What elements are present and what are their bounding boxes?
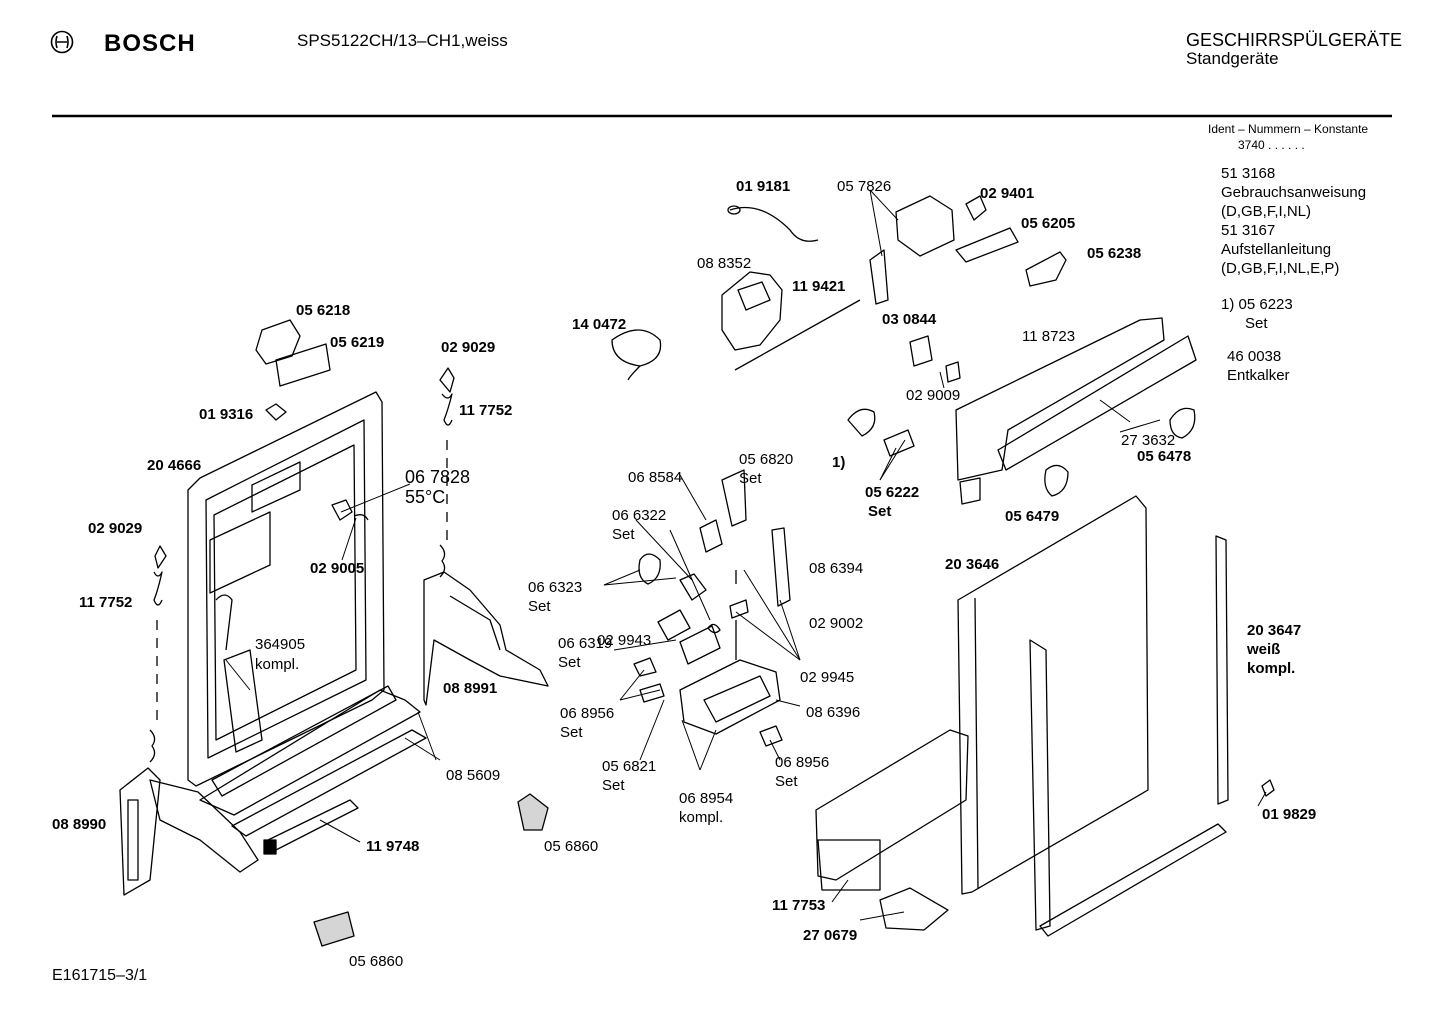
- part-088990: 08 8990: [52, 816, 107, 833]
- part-019829: 01 9829: [1262, 806, 1317, 823]
- part-068956-right-set: Set: [775, 773, 798, 790]
- part-068954-kompl: kompl.: [679, 809, 724, 826]
- part-068584: 06 8584: [628, 469, 683, 486]
- descaler-number: 46 0038: [1227, 348, 1282, 365]
- part-203647-kompl: kompl.: [1247, 660, 1296, 677]
- part-019181: 01 9181: [736, 178, 791, 195]
- part-029009-top: 02 9009: [906, 387, 961, 404]
- part-364905-kompl: kompl.: [255, 656, 300, 673]
- part-019316: 01 9316: [199, 406, 254, 423]
- note-1-part: 1) 05 6223: [1221, 296, 1293, 313]
- part-029945: 02 9945: [800, 669, 855, 686]
- part-066322-set: Set: [612, 526, 635, 543]
- part-056478: 05 6478: [1137, 448, 1192, 465]
- part-029005: 02 9005: [310, 560, 365, 577]
- part-088352: 08 8352: [697, 255, 752, 272]
- part-066319: 06 6319: [558, 635, 613, 652]
- part-056479: 05 6479: [1005, 508, 1060, 525]
- part-066319-set: Set: [558, 654, 581, 671]
- part-056222: 05 6222: [865, 484, 920, 501]
- part-270679: 27 0679: [803, 927, 858, 944]
- drawing-id: E161715–3/1: [52, 967, 148, 984]
- part-273632: 27 3632: [1121, 432, 1176, 449]
- part-203647: 20 3647: [1247, 622, 1302, 639]
- part-088991: 08 8991: [443, 680, 498, 697]
- part-204666: 20 4666: [147, 457, 202, 474]
- part-086394: 08 6394: [809, 560, 864, 577]
- part-029002: 02 9002: [809, 615, 864, 632]
- part-056222-set: Set: [868, 503, 892, 520]
- part-056238: 05 6238: [1087, 245, 1142, 262]
- install-number: 51 3167: [1221, 222, 1276, 239]
- part-066323: 06 6323: [528, 579, 583, 596]
- install-label: Aufstellanleitung: [1221, 241, 1332, 258]
- part-117752-left: 11 7752: [79, 594, 133, 611]
- note-1-marker: 1): [832, 454, 846, 471]
- part-364905: 364905: [255, 636, 306, 653]
- ident-title: Ident – Nummern – Konstante: [1208, 122, 1369, 136]
- note-1-set: Set: [1245, 315, 1268, 332]
- part-056218: 05 6218: [296, 302, 351, 319]
- descaler-label: Entkalker: [1227, 367, 1290, 384]
- part-057826: 05 7826: [837, 178, 892, 195]
- part-068954: 06 8954: [679, 790, 734, 807]
- part-056821-set: Set: [602, 777, 625, 794]
- part-056820: 05 6820: [739, 451, 794, 468]
- manual-number: 51 3168: [1221, 165, 1276, 182]
- part-056820-set: Set: [739, 470, 762, 487]
- subcategory-title: Standgeräte: [1186, 49, 1279, 68]
- category-title: GESCHIRRSPÜLGERÄTE: [1186, 30, 1403, 50]
- part-085609: 08 5609: [446, 767, 501, 784]
- ident-code: 3740 . . . . . .: [1238, 138, 1305, 152]
- part-068956-left-set: Set: [560, 724, 583, 741]
- bosch-logo-icon: [50, 30, 74, 54]
- part-029029-right: 02 9029: [441, 339, 496, 356]
- part-117752-right: 11 7752: [459, 402, 513, 419]
- part-029029-left: 02 9029: [88, 520, 143, 537]
- part-029943: 02 9943: [597, 632, 652, 649]
- part-066322: 06 6322: [612, 507, 667, 524]
- part-203646: 20 3646: [945, 556, 1000, 573]
- part-119421: 11 9421: [792, 278, 846, 295]
- part-056860-center: 05 6860: [544, 838, 599, 855]
- part-118723: 11 8723: [1022, 328, 1076, 345]
- part-029401: 02 9401: [980, 185, 1035, 202]
- part-119748: 11 9748: [366, 838, 420, 855]
- model-title: SPS5122CH/13–CH1,weiss: [297, 31, 508, 50]
- install-languages: (D,GB,F,I,NL,E,P): [1221, 260, 1340, 277]
- part-067828-temperature: 55°C: [405, 487, 446, 507]
- part-067828: 06 7828: [405, 467, 471, 487]
- part-117753: 11 7753: [772, 897, 826, 914]
- part-056219: 05 6219: [330, 334, 385, 351]
- manual-languages: (D,GB,F,I,NL): [1221, 203, 1312, 220]
- part-086396: 08 6396: [806, 704, 861, 721]
- part-203647-color: weiß: [1247, 641, 1281, 658]
- part-068956-right: 06 8956: [775, 754, 830, 771]
- manual-label: Gebrauchsanweisung: [1221, 184, 1367, 201]
- brand-name: BOSCH: [104, 30, 196, 57]
- part-140472: 14 0472: [572, 316, 627, 333]
- part-068956-left: 06 8956: [560, 705, 615, 722]
- part-056821: 05 6821: [602, 758, 657, 775]
- part-056205: 05 6205: [1021, 215, 1076, 232]
- part-056860-bottom: 05 6860: [349, 953, 404, 970]
- document-list: 51 3168 Gebrauchsanweisung (D,GB,F,I,NL)…: [1221, 164, 1366, 278]
- part-066323-set: Set: [528, 598, 551, 615]
- part-030844: 03 0844: [882, 311, 937, 328]
